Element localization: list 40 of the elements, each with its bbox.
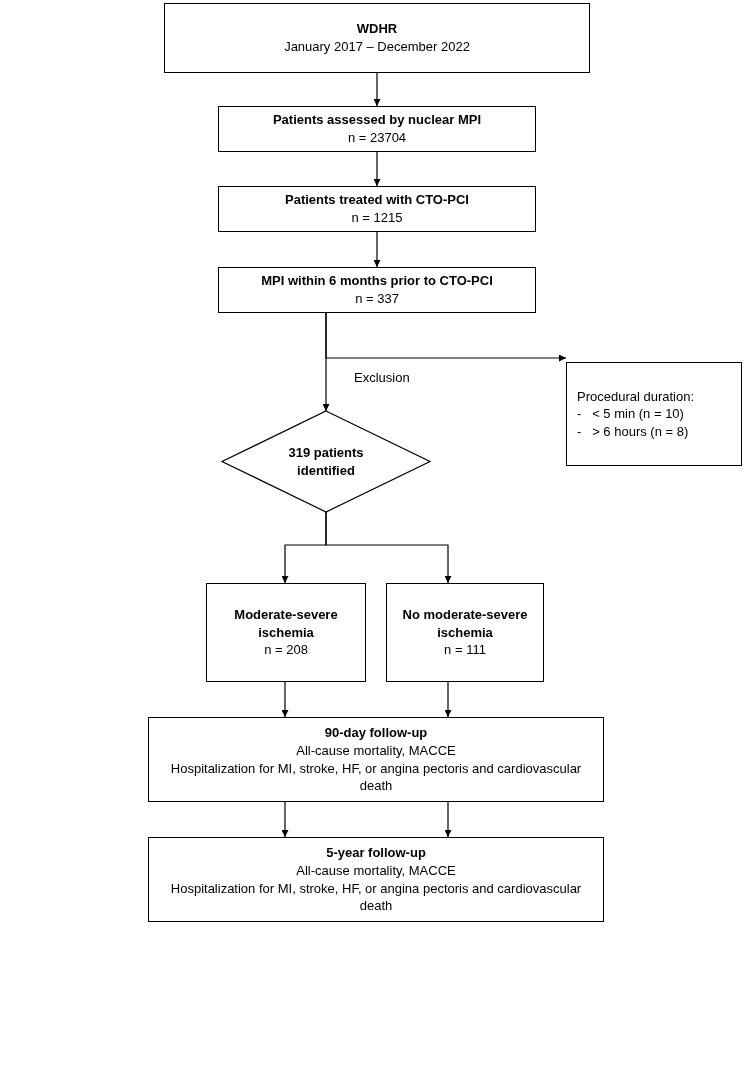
box-heading: Patients treated with CTO-PCI — [285, 191, 469, 209]
process-box — [148, 717, 604, 802]
exclusion-box — [566, 362, 742, 466]
process-box — [218, 186, 536, 232]
arrow — [322, 312, 330, 412]
box-text: January 2017 – December 2022 — [284, 38, 470, 56]
box-text: - > 6 hours (n = 8) — [577, 422, 689, 441]
arrow — [373, 231, 381, 268]
box-text: - < 5 min (n = 10) — [577, 405, 684, 423]
arrow — [281, 801, 289, 838]
arrow — [281, 681, 289, 718]
box-text: n = 208 — [264, 641, 308, 659]
process-box — [164, 3, 590, 73]
box-text: All-cause mortality, MACCE — [296, 741, 456, 760]
box-text: Procedural duration: — [577, 387, 695, 406]
box-heading: MPI within 6 months prior to CTO-PCI — [261, 272, 493, 290]
box-heading: Patients assessed by nuclear MPI — [272, 111, 482, 129]
arrow — [444, 801, 452, 838]
box-text: n = 1215 — [351, 209, 403, 227]
box-heading: WDHR — [356, 20, 398, 38]
box-text: Hospitalization for MI, stroke, HF, or angina pectoris and cardiovascular death — [169, 879, 583, 915]
box-text: n = 23704 — [347, 129, 407, 147]
box-heading: 319 patients identified — [287, 443, 365, 480]
box-text: n = 337 — [355, 290, 399, 308]
arrow — [373, 151, 381, 187]
box-text: n = 111 — [444, 641, 486, 659]
process-box — [218, 106, 536, 152]
arrow — [373, 72, 381, 107]
process-box — [206, 583, 366, 682]
box-heading: 90-day follow-up — [324, 724, 428, 742]
box-heading: 5-year follow-up — [326, 844, 426, 862]
arrow — [444, 681, 452, 718]
process-box — [218, 267, 536, 313]
box-text: All-cause mortality, MACCE — [296, 861, 456, 880]
process-box — [148, 837, 604, 922]
box-text: Hospitalization for MI, stroke, HF, or angina pectoris and cardiovascular death — [169, 759, 583, 795]
edge-label: Exclusion — [352, 370, 412, 385]
process-box — [386, 583, 544, 682]
arrow — [325, 511, 452, 584]
decision-diamond — [222, 411, 430, 512]
